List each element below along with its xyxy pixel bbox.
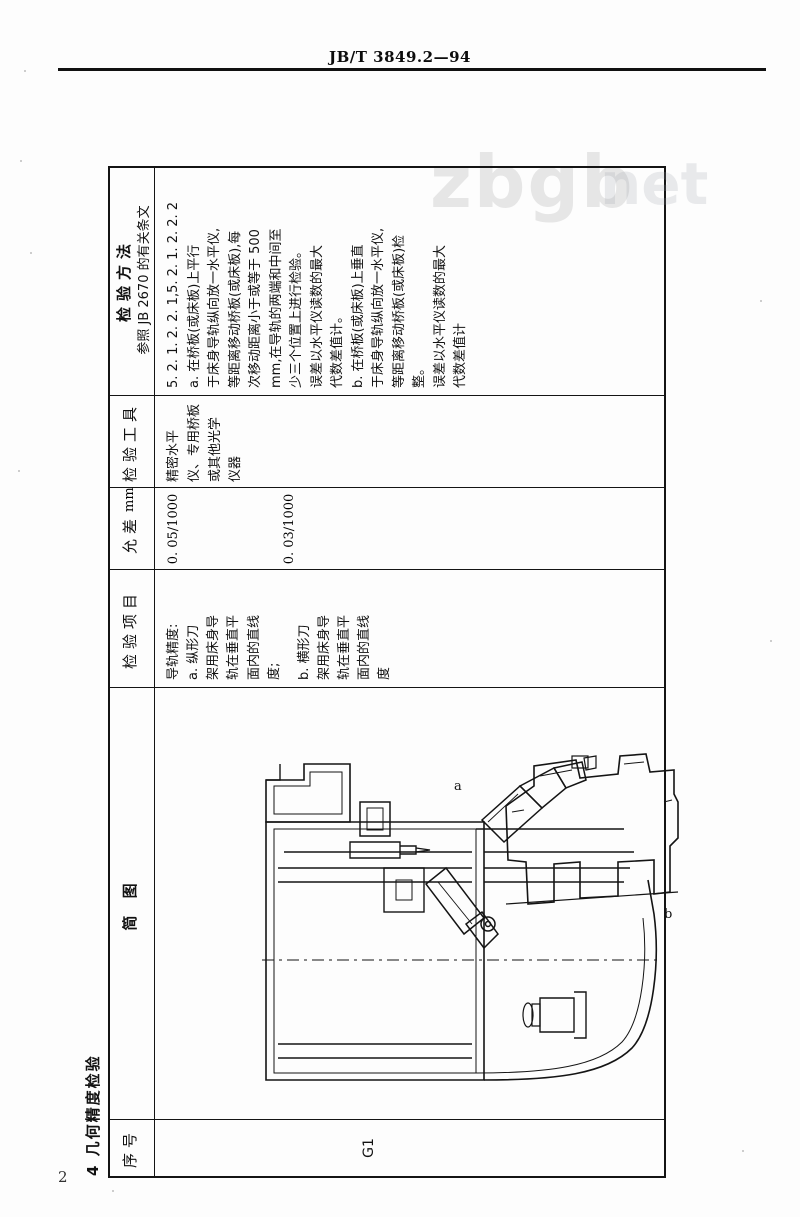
bed-cross-section-diagram: b [480, 753, 679, 922]
method-cell-g1: 5. 2. 1. 2. 2. 1,5. 2. 1. 2. 2. 2 a. 在桥板… [164, 164, 472, 396]
scan-speckle [30, 252, 32, 254]
figure-label-b-text: b [664, 907, 672, 922]
inspection-table: 序号 简 图 检验项目 允差 mm 检验工具 检验方法 参照 JB 2670 的… [108, 166, 666, 1178]
method-line-2: 于床身导轨纵向放一水平仪, [207, 227, 223, 388]
item-line-8: 轨在垂直平 [337, 614, 353, 680]
header-method: 检验方法 [115, 238, 133, 323]
method-line-0: 5. 2. 1. 2. 2. 1,5. 2. 1. 2. 2. 2 [166, 201, 181, 388]
figure-b-wrapper: b [468, 742, 708, 932]
method-line-3: 等距离移动桥板(或床板),每 [227, 230, 243, 388]
figure-label-a: a [454, 779, 462, 794]
tool-line-1: 仪、专用桥板 [186, 403, 202, 482]
tolerance-value-b: 0. 03/1000 [282, 493, 297, 565]
rotated-table-sheet: 4 几何精度检验 序号 简 图 检验项目 允差 mm 检验工具 检验方法 [80, 138, 720, 1198]
item-line-5: 度; [266, 662, 282, 680]
section-heading: 4 几何精度检验 [84, 1054, 102, 1176]
header-item: 检验项目 [121, 589, 139, 670]
method-line-12: 整。 [412, 361, 428, 388]
item-cell-g1: 导轨精度: a. 纵形刀 架用床身导 轨在垂直平 面内的直线 度; b. 横形刀… [164, 570, 396, 688]
item-line-3: 轨在垂直平 [226, 614, 242, 680]
row-seq-g1: G1 [361, 1138, 377, 1158]
item-line-6: b. 横形刀 [296, 624, 312, 680]
method-line-1: a. 在桥板(或床板)上平行 [186, 244, 202, 388]
item-line-2: 架用床身导 [206, 614, 222, 680]
method-line-8: 代数差值计。 [330, 309, 346, 388]
tool-line-0: 精密水平 [166, 429, 181, 482]
page-number: 2 [58, 1168, 68, 1186]
machine-tool-diagram: a [262, 763, 662, 1081]
header-tolerance-unit: mm [122, 487, 137, 512]
scan-speckle [112, 1190, 114, 1192]
header-rule [58, 68, 766, 71]
scan-speckle [770, 640, 772, 642]
header-seq: 序号 [121, 1128, 139, 1169]
item-line-7: 架用床身导 [316, 614, 332, 680]
tool-line-2: 或其他光学 [207, 416, 223, 482]
scan-speckle [24, 70, 26, 72]
scan-speckle [742, 1150, 744, 1152]
method-line-10: 于床身导轨纵向放一水平仪, [371, 227, 387, 388]
method-line-9: b. 在桥板(或床板)上垂直 [350, 244, 366, 388]
item-line-1: a. 纵形刀 [186, 624, 202, 680]
tool-cell-g1: 精密水平 仪、专用桥板 或其他光学 仪器 [164, 396, 247, 488]
item-line-0: 导轨精度: [166, 623, 181, 680]
method-line-4: 次移动距离小于或等于 500 [248, 229, 264, 388]
method-line-7: 误差以水平仪读数的最大 [309, 244, 325, 388]
header-tool: 检验工具 [121, 402, 139, 483]
tool-line-3: 仪器 [228, 455, 244, 482]
method-line-6: 少三个位置上进行检验。 [289, 244, 305, 388]
scan-speckle [18, 470, 20, 472]
method-line-11: 等距离移动桥板(或床板)检 [391, 234, 407, 388]
header-figure: 简 图 [121, 877, 139, 931]
item-line-10: 度 [377, 666, 393, 680]
scan-speckle [20, 160, 22, 162]
scan-speckle [760, 300, 762, 302]
item-line-4: 面内的直线 [246, 614, 262, 680]
method-line-13: 误差以水平仪读数的最大 [432, 244, 448, 388]
page-header-title: JB/T 3849.2—94 [329, 48, 471, 66]
item-line-9: 面内的直线 [357, 614, 373, 680]
tolerance-value-a: 0. 05/1000 [166, 493, 181, 565]
method-line-5: mm,在导轨的两端和中间至 [268, 228, 284, 388]
header-method-sub: 参照 JB 2670 的有关条文 [137, 205, 152, 355]
figure-cell: a [154, 688, 666, 1120]
method-line-14: 代数差值计 [453, 322, 469, 388]
header-tolerance: 允差 [121, 514, 139, 555]
